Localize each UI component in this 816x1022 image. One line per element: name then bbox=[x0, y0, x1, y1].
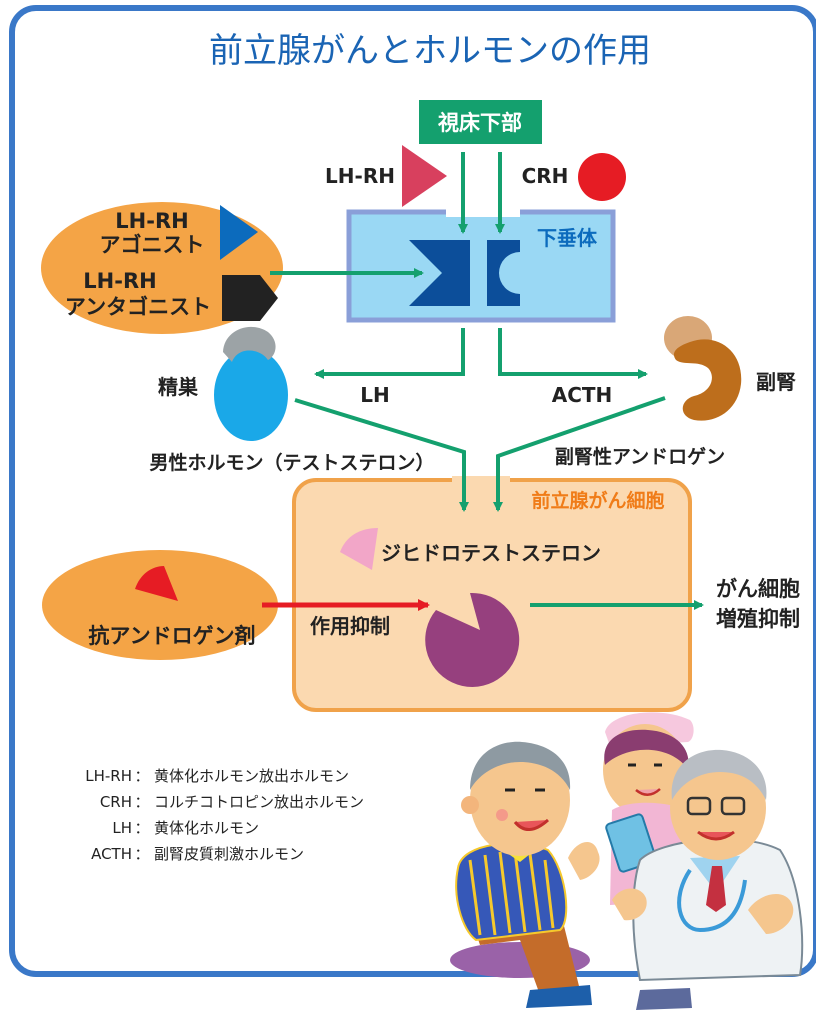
antagonist-line1: LH-RH bbox=[83, 269, 156, 293]
doctor-hair bbox=[671, 749, 767, 800]
doctor-shoes bbox=[636, 988, 692, 1010]
lhrh-triangle-icon bbox=[402, 145, 447, 207]
receptor-right-icon bbox=[487, 240, 520, 306]
patient-figure bbox=[450, 741, 600, 1008]
testis-icon bbox=[214, 349, 288, 441]
consultation-illustration bbox=[450, 712, 804, 1010]
patient-ear bbox=[461, 796, 479, 814]
legend-abbr: LH-RH bbox=[85, 767, 132, 785]
patient-sweater-stripes bbox=[468, 851, 555, 936]
dht-wedge-icon bbox=[340, 528, 378, 570]
page-title: 前立腺がんとホルモンの作用 bbox=[209, 31, 651, 71]
doctor-glasses-left bbox=[686, 796, 712, 816]
legend-abbr: CRH bbox=[100, 793, 132, 811]
doctor-mouth bbox=[697, 830, 735, 841]
action-inhibit-label: 作用抑制 bbox=[310, 614, 390, 638]
hypothalamus-box bbox=[419, 100, 542, 144]
hypothalamus-label: 視床下部 bbox=[437, 111, 522, 135]
legend-colon: ： bbox=[134, 793, 149, 811]
patient-hair bbox=[470, 741, 571, 790]
pituitary-box bbox=[346, 209, 616, 323]
patient-head bbox=[470, 744, 570, 856]
crh-label: CRH bbox=[522, 164, 569, 188]
adrenal-label: 副腎 bbox=[756, 370, 796, 394]
doctor-glasses-right bbox=[720, 796, 746, 816]
antiandrogen-label: 抗アンドロゲン剤 bbox=[88, 624, 255, 648]
antagonist-line2: アンタゴニスト bbox=[65, 295, 211, 319]
arrow-lh-path bbox=[314, 328, 465, 379]
antiandrogen-oval bbox=[42, 550, 278, 660]
dht-label: ジヒドロテストステロン bbox=[381, 541, 601, 565]
lhrh-label: LH-RH bbox=[325, 164, 395, 188]
cancer-cell-gap bbox=[452, 476, 510, 486]
patient-mouth bbox=[513, 818, 550, 831]
doctor-figure bbox=[612, 749, 804, 1010]
agonist-line2: アゴニスト bbox=[100, 233, 205, 257]
legend: LH-RH ： 黄体化ホルモン放出ホルモン CRH ： コルチコトロピン放出ホル… bbox=[85, 767, 364, 863]
growth-line2: 増殖抑制 bbox=[716, 607, 800, 631]
epididymis-icon bbox=[223, 326, 276, 362]
adrenal-androgen-label: 副腎性アンドロゲン bbox=[555, 445, 725, 468]
legend-abbr: ACTH bbox=[91, 845, 132, 863]
agonist-triangle-icon bbox=[220, 205, 258, 260]
crh-circle-icon bbox=[578, 153, 626, 201]
pituitary-gap bbox=[446, 207, 520, 217]
nurse-hair bbox=[604, 729, 689, 770]
arrow-acth-path bbox=[498, 328, 648, 379]
legend-desc: 黄体化ホルモン bbox=[154, 819, 259, 837]
patient-shoes bbox=[526, 985, 592, 1008]
cancer-receptor-icon bbox=[425, 592, 520, 687]
antiandrogen-wedge-icon bbox=[135, 566, 178, 601]
pituitary-label: 下垂体 bbox=[537, 226, 598, 250]
legend-desc: コルチコトロピン放出ホルモン bbox=[154, 793, 364, 811]
legend-colon: ： bbox=[134, 819, 149, 837]
patient-hand bbox=[568, 841, 600, 880]
lh-arrow-label: LH bbox=[360, 383, 389, 407]
legend-desc: 副腎皮質刺激ホルモン bbox=[154, 845, 304, 863]
testis-label: 精巣 bbox=[158, 375, 199, 399]
legend-colon: ： bbox=[134, 845, 149, 863]
doctor-head bbox=[670, 756, 766, 860]
legend-desc: 黄体化ホルモン放出ホルモン bbox=[154, 767, 349, 785]
legend-colon: ： bbox=[134, 767, 149, 785]
doctor-hand bbox=[748, 893, 794, 934]
nurse-mouth bbox=[635, 788, 661, 796]
cancer-cell-label: 前立腺がん細胞 bbox=[531, 489, 664, 512]
doctor-tie bbox=[706, 866, 726, 912]
stethoscope-icon bbox=[677, 868, 747, 933]
growth-line1: がん細胞 bbox=[716, 577, 800, 601]
male-hormone-label: 男性ホルモン（テストステロン） bbox=[149, 451, 434, 474]
receptor-left-icon bbox=[409, 240, 470, 306]
agonist-line1: LH-RH bbox=[115, 209, 188, 233]
antagonist-shape-icon bbox=[222, 275, 278, 321]
acth-arrow-label: ACTH bbox=[552, 383, 613, 407]
adrenal-icon bbox=[673, 339, 742, 421]
legend-abbr: LH bbox=[112, 819, 132, 837]
doctor-hand-left bbox=[612, 888, 647, 921]
patient-cheek bbox=[496, 809, 508, 821]
